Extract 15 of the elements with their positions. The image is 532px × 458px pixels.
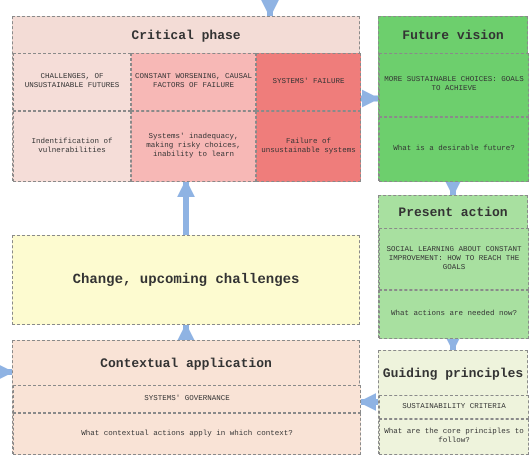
phase-panel [378, 16, 528, 181]
panel-heading: Present action [397, 204, 509, 222]
phase-card: Change, upcoming challenges [12, 235, 360, 325]
panel-heading: Future vision [401, 26, 505, 44]
phase-panel [378, 350, 528, 454]
phase-panel [12, 16, 360, 181]
arrow [0, 363, 14, 381]
panel-heading: Critical phase [130, 26, 242, 44]
arrow [177, 323, 195, 342]
panel-heading: Contextual application [99, 354, 273, 372]
phase-panel [12, 340, 360, 454]
panel-heading: Guiding principles [382, 364, 524, 382]
phase-panel [378, 195, 528, 338]
arrow [360, 90, 380, 108]
arrow [261, 0, 279, 18]
